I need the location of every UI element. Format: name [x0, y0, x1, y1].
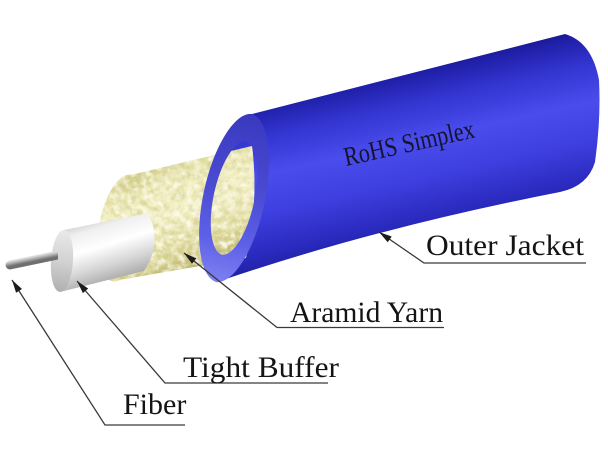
- aramid-yarn-label: Aramid Yarn: [290, 296, 443, 329]
- outer-jacket-cylinder: [200, 34, 600, 282]
- tight-buffer-cylinder: [60, 213, 155, 292]
- fiber-arrowhead: [12, 280, 22, 293]
- fiber-strand: [5, 250, 59, 270]
- fiber-leader: [11, 279, 185, 426]
- outer-jacket-leader-line: [378, 231, 586, 264]
- outer-jacket-leader: [378, 231, 586, 264]
- fiber-label: Fiber: [123, 388, 186, 421]
- aramid-yarn-leader-line: [183, 252, 444, 329]
- outer-jacket-label: Outer Jacket: [426, 229, 585, 262]
- outer-jacket-front-ring: [199, 113, 269, 283]
- tight-buffer-leader-line: [76, 280, 328, 384]
- aramid-yarn-leader: [183, 252, 444, 329]
- outer-jacket-arrowhead: [379, 232, 392, 243]
- fiber-leader-line: [11, 279, 185, 426]
- tight-buffer-arrowhead: [77, 281, 89, 294]
- tight-buffer-end-face: [50, 230, 74, 292]
- tight-buffer-leader: [76, 280, 328, 384]
- tight-buffer-label: Tight Buffer: [183, 351, 339, 384]
- aramid-yarn-arrowhead: [184, 253, 197, 264]
